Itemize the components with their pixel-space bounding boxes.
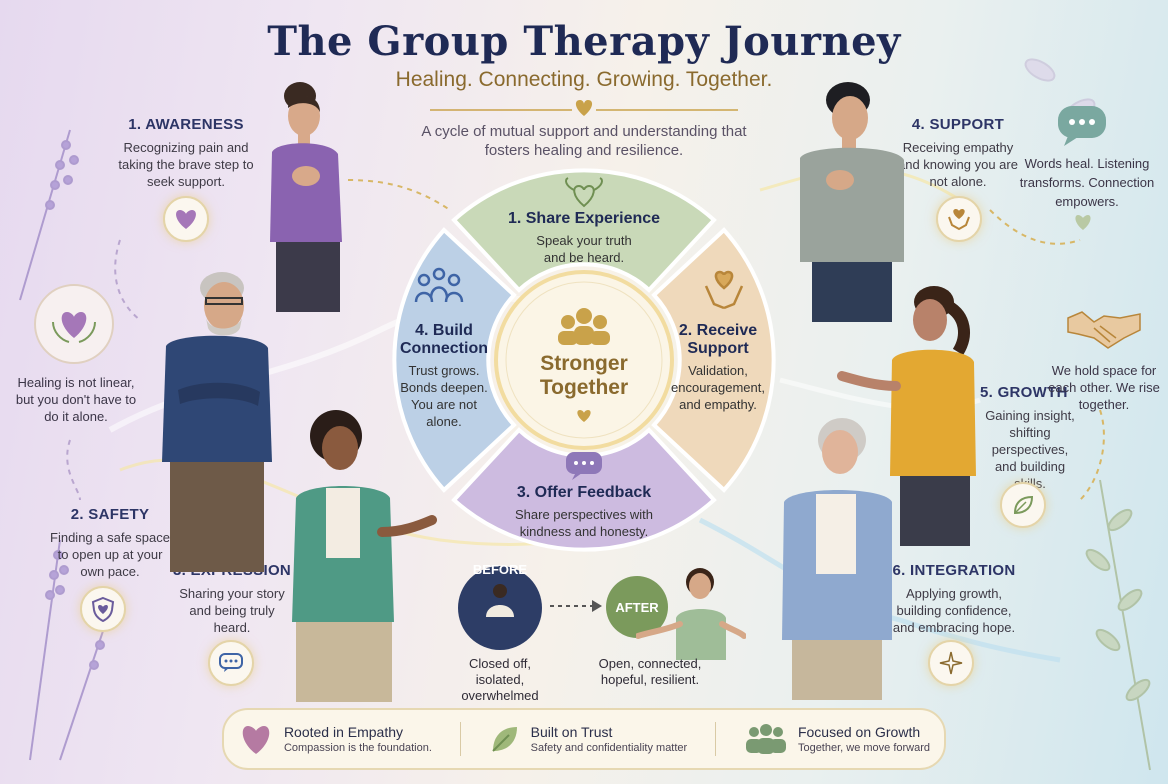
wheel-segment-title: 3. Offer Feedback [516,484,652,501]
wheel-segment-build-connection [392,227,517,493]
footer-item-growth: Focused on Growth Together, we move forw… [744,724,930,754]
step-title: 4. SUPPORT [911,116,1005,133]
person-awareness-illustration [270,82,342,312]
person-support-illustration [800,82,904,322]
heart-laurel-icon [34,284,114,364]
speech-bubble-icon [208,640,254,686]
footer-item-sub: Compassion is the foundation. [283,742,432,754]
footer-item-sub: Together, we move forward [797,742,931,754]
after-desc: Open, connected, hopeful, resilient. [598,656,702,687]
footer-separator [715,722,717,756]
wheel-label-receive-support: 2. Receive Support Validation, encourage… [668,322,768,413]
people-group-icon [558,308,610,345]
wheel-label-offer-feedback: 3. Offer Feedback Share perspectives wit… [494,484,674,540]
footer-separator [459,722,461,756]
page-title: The Group Therapy Journey [267,18,901,65]
step-desc: Finding a safe space to open up at your … [50,530,170,579]
wheel-segment-receive-support [651,227,776,493]
before-desc: Closed off, isolated, overwhelmed [461,656,539,703]
step-title: 1. AWARENESS [128,116,244,133]
person-safety-illustration [162,272,272,572]
step-title: 5. GROWTH [980,384,1068,401]
step-safety: 2. SAFETY Finding a safe space to open u… [50,506,170,580]
step-desc: Sharing your story and being truly heard… [179,586,285,635]
open-person-illustration [636,568,746,660]
after-label: AFTER [615,599,659,615]
wheel-segment-title: 1. Share Experience [507,210,661,227]
curled-person-icon [486,583,514,617]
wheel-segment-desc: Validation, encouragement, and empathy. [671,363,765,412]
after-badge: AFTER [606,576,668,638]
footer-item-title: Rooted in Empathy [283,724,404,740]
wheel-segment-title: 2. Receive Support [678,322,758,357]
wheel-label-share-experience: 1. Share Experience Speak your truth and… [494,210,674,266]
footer-item-empathy: Rooted in Empathy Compassion is the foun… [238,722,432,756]
wheel-segment-desc: Trust grows. Bonds deepen. You are not a… [400,363,488,429]
cycle-wheel [392,168,776,552]
step-desc: Applying growth, building confidence, an… [892,586,1016,635]
footer-item-title: Focused on Growth [797,724,921,740]
chat-bubble-icon [1056,104,1108,153]
step-desc: Gaining insight, shifting perspectives, … [985,408,1075,491]
page-subtitle: Healing. Connecting. Growing. Together. [395,68,773,91]
step-title: 2. SAFETY [70,506,150,523]
step-expression: 3. EXPRESSION Sharing your story and bei… [172,562,292,636]
side-note-right-top: Words heal. Listening transforms. Connec… [1019,156,1155,209]
footer-item-trust: Built on Trust Safety and confidentialit… [489,723,688,755]
wheel-segment-offer-feedback [451,427,717,552]
leaf-icon [491,727,517,752]
side-note-left: Healing is not linear, but you don't hav… [15,375,137,424]
step-awareness: 1. AWARENESS Recognizing pain and taking… [116,116,256,190]
shield-heart-icon [80,586,126,632]
connected-people-icon [414,267,464,303]
footer-values-bar: Rooted in Empathy Compassion is the foun… [222,708,946,770]
hands-heart-icon [704,270,744,310]
step-desc: Receiving empathy and knowing you are no… [898,140,1018,189]
person-expression-illustration [292,410,437,702]
footer-item-title: Built on Trust [530,724,613,740]
person-integration-illustration [782,418,892,700]
hands-heart-icon [936,196,982,242]
wheel-center-label: Stronger Together [539,352,629,399]
heart-icon [163,196,209,242]
before-badge: BEFORE [458,562,542,650]
footer-item-sub: Safety and confidentiality matter [530,742,688,754]
heart-icon [242,726,270,754]
arrow-right-icon [550,600,602,612]
step-growth: 5. GROWTH Gaining insight, shifting pers… [980,384,1090,492]
small-heart-icon [1072,212,1094,237]
leaf-icon [1000,482,1046,528]
wheel-label-build-connection: 4. Build Connection Trust grows. Bonds d… [398,322,490,430]
handshake-icon [1064,304,1144,359]
step-support: 4. SUPPORT Receiving empathy and knowing… [898,116,1018,190]
tagline: A cycle of mutual support and understand… [421,123,747,159]
sparkle-icon [928,640,974,686]
people-group-icon [745,724,786,754]
side-note-right-mid: We hold space for each other. We rise to… [1048,363,1160,412]
wheel-segment-share-experience [451,168,717,293]
step-desc: Recognizing pain and taking the brave st… [118,140,254,189]
wheel-segment-title: 4. Build Connection [400,322,488,357]
step-title: 6. INTEGRATION [892,562,1016,579]
before-label: BEFORE [472,561,528,577]
step-integration: 6. INTEGRATION Applying growth, building… [884,562,1024,636]
wheel-segment-desc: Share perspectives with kindness and hon… [514,507,653,539]
speech-bubble-icon [566,452,602,480]
wheel-segment-desc: Speak your truth and be heard. [536,233,632,265]
person-growth-illustration [837,286,976,546]
heart-leaf-icon [565,177,603,208]
